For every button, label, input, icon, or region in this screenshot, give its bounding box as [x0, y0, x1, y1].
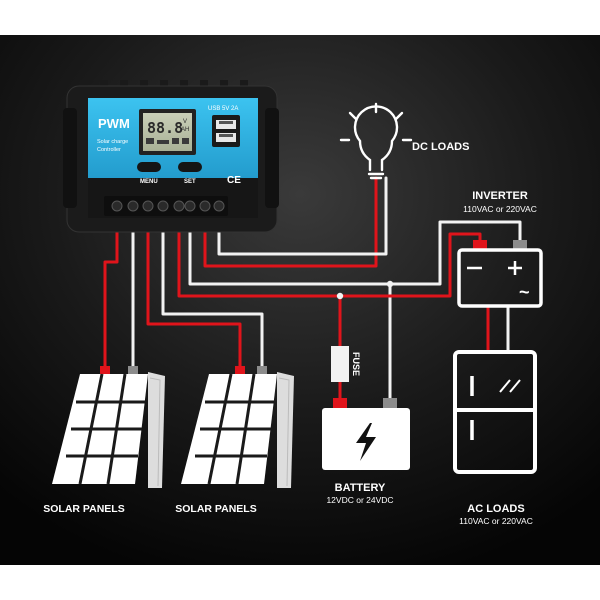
usb-port[interactable]	[216, 133, 236, 142]
panel-terminal-positive	[100, 366, 110, 374]
inverter-spec: 110VAC or 220VAC	[463, 204, 537, 214]
lightbulb-icon	[339, 102, 413, 180]
wire-panel2-positive	[146, 223, 242, 370]
usb-port[interactable]	[216, 120, 236, 129]
solar-panel-1: SOLAR PANELS	[43, 366, 165, 515]
set-button[interactable]	[178, 162, 202, 172]
ac-loads-title: AC LOADS	[467, 503, 524, 515]
fuse: FUSE	[331, 346, 361, 382]
inverter: INVERTER 110VAC or 220VAC ~	[457, 190, 543, 308]
refrigerator-icon	[453, 350, 537, 474]
solar-panel-label: SOLAR PANELS	[43, 503, 124, 515]
fuse-body	[331, 346, 349, 382]
inverter-body	[457, 248, 543, 308]
wire-inverter-negative	[388, 220, 522, 286]
set-label: SET	[184, 179, 196, 185]
inverter-ac-symbol: ~	[519, 282, 530, 302]
ac-loads: AC LOADS 110VAC or 220VAC	[453, 350, 537, 526]
terminal-screws	[111, 200, 225, 212]
controller-brand: PWM	[98, 116, 130, 131]
ac-loads-spec: 110VAC or 220VAC	[459, 516, 533, 526]
inverter-terminal-positive	[473, 240, 487, 250]
inverter-title: INVERTER	[472, 190, 528, 202]
wire-dcload-negative	[217, 176, 388, 256]
battery-terminal-negative	[383, 398, 397, 408]
fuse-label: FUSE	[351, 352, 361, 376]
panel-terminal-negative	[257, 366, 267, 374]
menu-button[interactable]	[137, 162, 161, 172]
usb-label: USB 5V 2A	[208, 106, 238, 112]
battery: BATTERY 12VDC or 24VDC	[322, 398, 410, 505]
solar-panel-label: SOLAR PANELS	[175, 503, 256, 515]
inverter-terminal-negative	[513, 240, 527, 250]
junction-dot	[386, 280, 394, 288]
wire-battery-positive	[177, 223, 342, 354]
wire-inverter-positive	[338, 232, 482, 298]
wires	[103, 176, 522, 404]
panel-terminal-positive	[235, 366, 245, 374]
controller-subtitle-2: Controller	[97, 147, 121, 153]
lcd-status-icons	[146, 138, 189, 144]
lcd-unit-v: V	[183, 119, 187, 125]
charge-controller: PWM Solar charge Controller 88.8 V AH US…	[63, 80, 279, 233]
junction-dot	[336, 292, 344, 300]
menu-label: MENU	[140, 179, 158, 185]
battery-spec: 12VDC or 24VDC	[326, 495, 393, 505]
solar-panel-2: SOLAR PANELS	[175, 366, 294, 515]
dc-loads-title: DC LOADS	[412, 141, 469, 153]
usb-port-housing	[212, 115, 240, 147]
dc-loads: DC LOADS	[339, 102, 469, 180]
ce-mark: CE	[227, 175, 241, 186]
lightning-icon	[356, 423, 376, 461]
battery-terminal-positive	[333, 398, 347, 408]
wire-panel2-negative	[161, 223, 264, 370]
wire-panel1-positive	[103, 223, 119, 370]
panel-terminal-negative	[128, 366, 138, 374]
controller-subtitle-1: Solar charge	[97, 139, 128, 145]
lcd-unit-ah: AH	[181, 127, 189, 133]
battery-title: BATTERY	[335, 482, 386, 494]
wire-dcload-positive	[203, 176, 378, 268]
wire-battery-negative	[188, 223, 392, 404]
lcd-digits: 88.8	[147, 119, 183, 137]
